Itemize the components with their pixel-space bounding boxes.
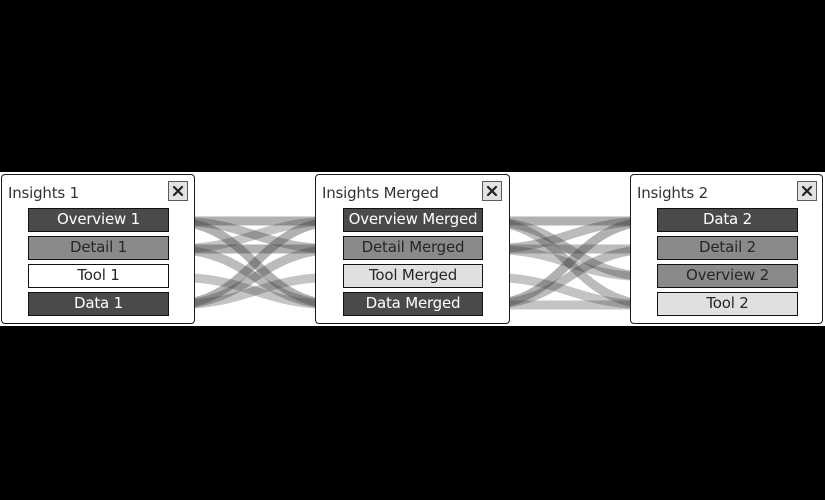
- insight-item-data-merged[interactable]: Data Merged: [343, 292, 483, 316]
- insight-item-data-1[interactable]: Data 1: [28, 292, 169, 316]
- insights-2-close-button[interactable]: [797, 181, 817, 201]
- insights-merged-panel: Insights Merged Overview Merged Detail M…: [315, 174, 510, 324]
- close-icon: [172, 185, 184, 197]
- insights-2-panel: Insights 2 Data 2 Detail 2 Overview 2 To…: [630, 174, 823, 324]
- insights-2-title: Insights 2: [637, 184, 708, 202]
- insights-1-panel: Insights 1 Overview 1 Detail 1 Tool 1 Da…: [1, 174, 195, 324]
- insight-item-tool-1[interactable]: Tool 1: [28, 264, 169, 288]
- insight-item-detail-merged[interactable]: Detail Merged: [343, 236, 483, 260]
- close-icon: [801, 185, 813, 197]
- insight-item-overview-merged[interactable]: Overview Merged: [343, 208, 483, 232]
- insights-1-close-button[interactable]: [168, 181, 188, 201]
- insight-item-overview-1[interactable]: Overview 1: [28, 208, 169, 232]
- insight-item-detail-2[interactable]: Detail 2: [657, 236, 798, 260]
- insight-item-detail-1[interactable]: Detail 1: [28, 236, 169, 260]
- insight-item-tool-merged[interactable]: Tool Merged: [343, 264, 483, 288]
- close-icon: [486, 185, 498, 197]
- insights-1-title: Insights 1: [8, 184, 79, 202]
- insight-item-data-2[interactable]: Data 2: [657, 208, 798, 232]
- insights-merged-close-button[interactable]: [482, 181, 502, 201]
- insight-item-tool-2[interactable]: Tool 2: [657, 292, 798, 316]
- insight-item-overview-2[interactable]: Overview 2: [657, 264, 798, 288]
- insights-merged-title: Insights Merged: [322, 184, 439, 202]
